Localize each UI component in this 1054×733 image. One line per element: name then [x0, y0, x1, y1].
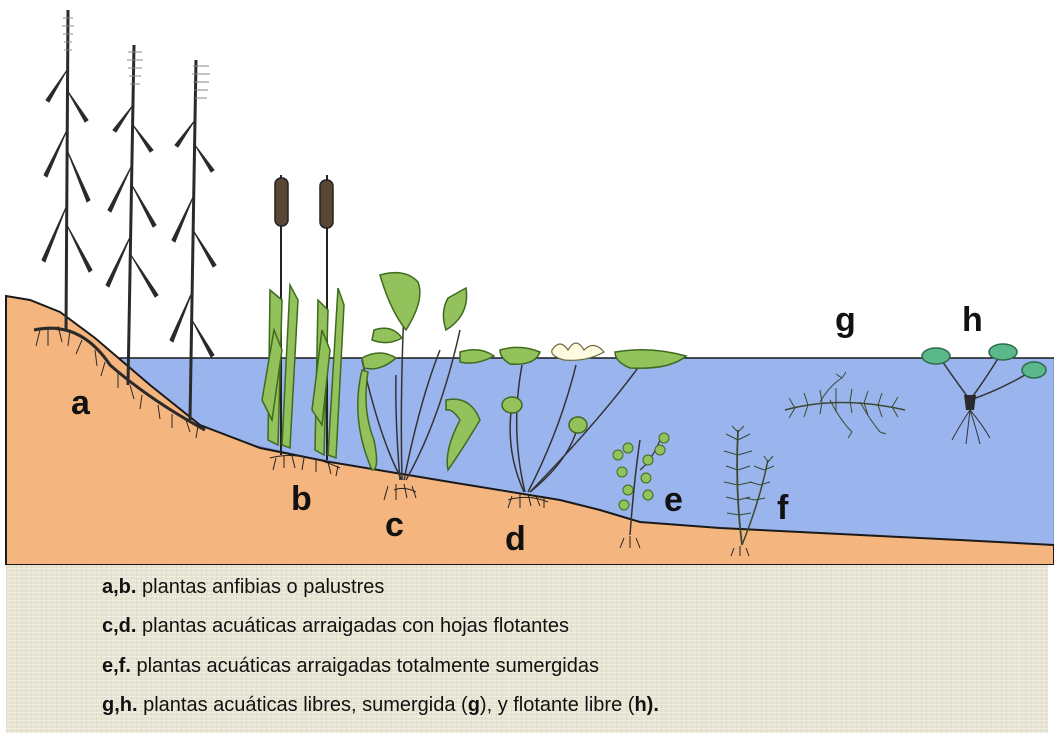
label-f: f	[777, 489, 789, 527]
legend-item-gh: g,h. plantas acuáticas libres, sumergida…	[102, 694, 659, 717]
legend-text: plantas acuáticas arraigadas totalmente …	[131, 655, 599, 677]
label-e: e	[664, 481, 683, 519]
legend-key: e,f.	[102, 655, 131, 677]
legend-text: plantas acuáticas libres, sumergida (	[138, 694, 468, 716]
legend-text: plantas anfibias o palustres	[136, 576, 384, 598]
label-d: d	[505, 520, 526, 558]
legend-text: plantas acuáticas arraigadas con hojas f…	[136, 615, 569, 637]
legend-item-ab: a,b. plantas anfibias o palustres	[102, 576, 384, 599]
legend-key: g,h.	[102, 694, 138, 716]
wetland-cross-section: a b c d e f g h	[0, 0, 1054, 565]
legend-text-end: ).	[647, 694, 659, 716]
legend-emphasis-h: h	[634, 694, 646, 716]
legend-key: a,b.	[102, 576, 136, 598]
legend-emphasis-g: g	[468, 694, 480, 716]
legend-panel: a,b. plantas anfibias o palustres c,d. p…	[6, 565, 1048, 733]
label-c: c	[385, 506, 404, 544]
legend-key: c,d.	[102, 615, 136, 637]
label-g: g	[835, 301, 856, 339]
legend-item-ef: e,f. plantas acuáticas arraigadas totalm…	[102, 655, 599, 678]
legend-item-cd: c,d. plantas acuáticas arraigadas con ho…	[102, 615, 569, 638]
label-b: b	[291, 480, 312, 518]
label-h: h	[962, 301, 983, 339]
label-a: a	[71, 384, 91, 422]
legend-text-mid: ), y flotante libre (	[480, 694, 635, 716]
